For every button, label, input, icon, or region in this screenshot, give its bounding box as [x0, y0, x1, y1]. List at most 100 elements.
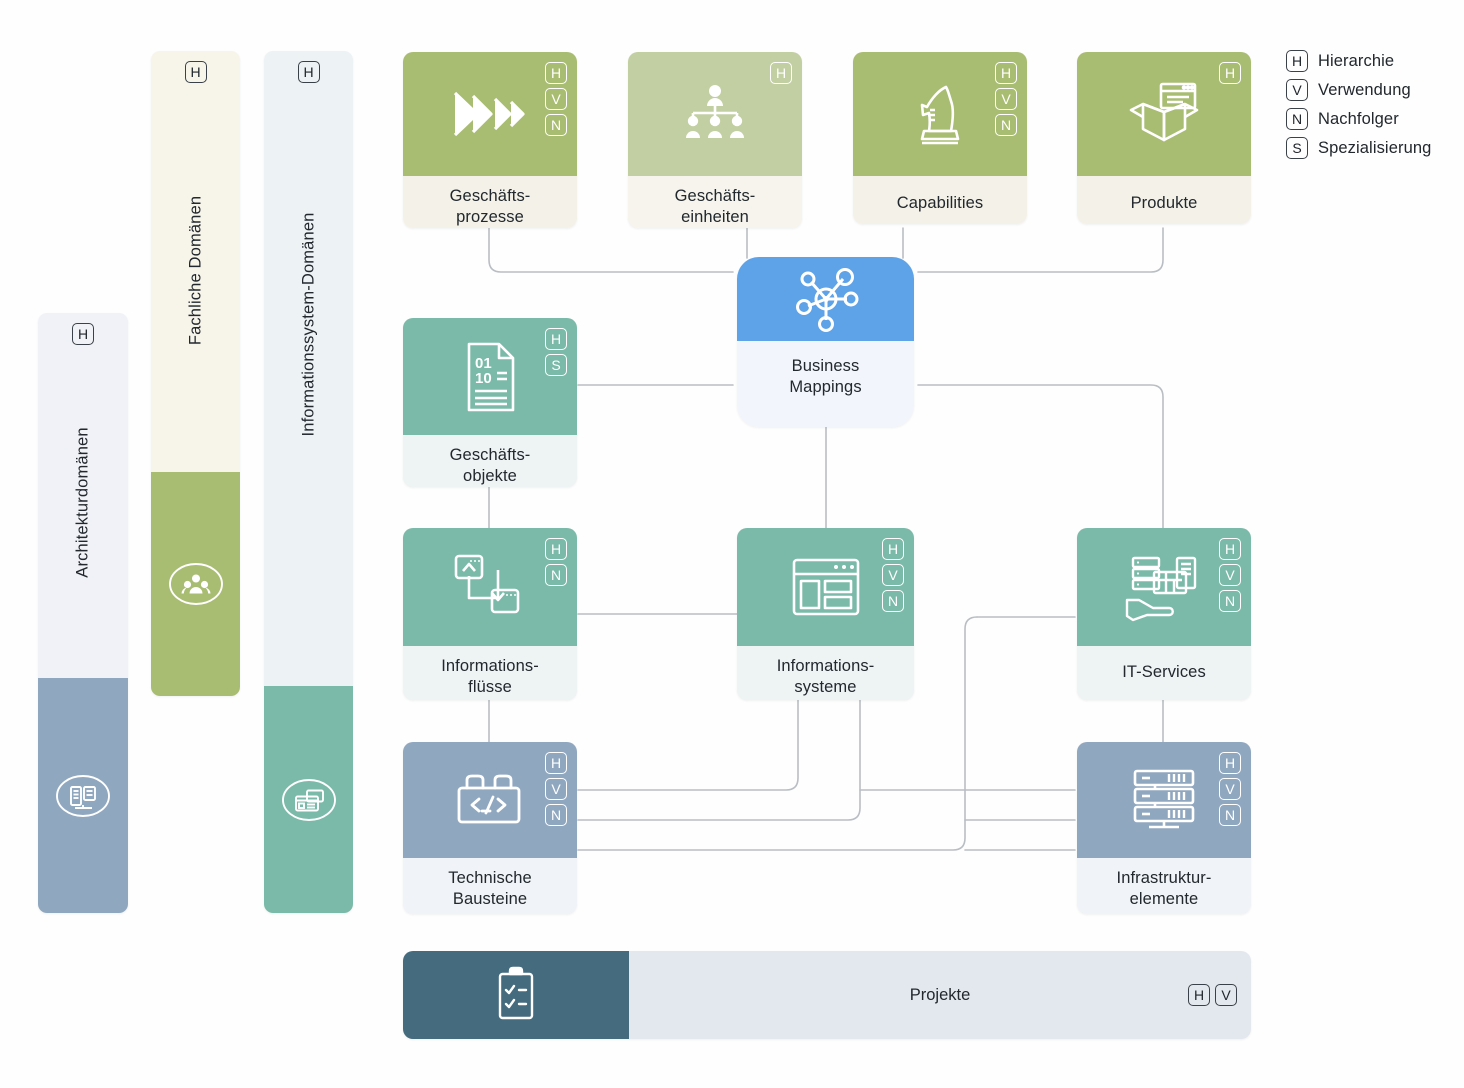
badge-h: H [184, 61, 207, 83]
card-label-line1: Geschäfts- [449, 186, 531, 205]
rail-top-section: H Informationssystem-Domänen [264, 51, 353, 686]
badge-h: H [297, 61, 320, 83]
badge-h: H [1219, 752, 1241, 774]
badge-v: V [545, 88, 567, 110]
card-icon-area: H N [403, 528, 577, 646]
card-label: Informations- systeme [737, 646, 914, 700]
card-label-line2: einheiten [681, 208, 749, 226]
card-geschaeftsobjekte[interactable]: 01 10 H S Geschäfts- objekte [403, 318, 577, 487]
chess-knight-icon [908, 79, 972, 149]
card-infrastrukturelemente[interactable]: H V N Infrastruktur- elemente [1077, 742, 1251, 914]
card-label: Technische Bausteine [403, 858, 577, 914]
card-label-line1: Infrastruktur- [1116, 868, 1212, 887]
rail-title: Fachliche Domänen [186, 195, 204, 346]
card-it-services[interactable]: H V N IT-Services [1077, 528, 1251, 700]
open-box-product-icon [1121, 78, 1207, 150]
legend-label: Nachfolger [1318, 109, 1399, 128]
org-chart-people-icon [675, 81, 755, 147]
badge-h: H [545, 752, 567, 774]
badge-stack: H V N [882, 538, 904, 612]
card-label-line1: Technische [448, 868, 532, 887]
badge-h: H [1286, 50, 1308, 72]
svg-text:10: 10 [475, 370, 492, 387]
card-label-line1: Produkte [1130, 194, 1198, 213]
badge-stack: H V N [545, 752, 567, 826]
badge-v: V [995, 88, 1017, 110]
card-icon-area: H V N [737, 528, 914, 646]
card-capabilities[interactable]: H V N Capabilities [853, 52, 1027, 224]
rail-informationssystem-domaenen[interactable]: H Informationssystem-Domänen [264, 51, 353, 913]
rail-title: Informationssystem-Domänen [299, 212, 317, 437]
card-label: Infrastruktur- elemente [1077, 858, 1251, 914]
legend-label: Verwendung [1318, 80, 1411, 99]
projekte-body: Projekte H V [629, 951, 1251, 1039]
card-technische-bausteine[interactable]: H V N Technische Bausteine [403, 742, 577, 914]
badge-v: V [545, 778, 567, 800]
legend-label: Hierarchie [1318, 51, 1395, 70]
rail-architekturdomaenen[interactable]: H Architekturdomänen [38, 313, 128, 913]
card-geschaeftseinheiten[interactable]: H Geschäfts- einheiten [628, 52, 802, 228]
projekte-icon-block [403, 951, 629, 1039]
card-label: Geschäfts- einheiten [628, 176, 802, 228]
application-window-icon [788, 554, 864, 620]
card-label: Geschäfts- prozesse [403, 176, 577, 228]
badge-h: H [72, 323, 94, 345]
legend-item-hierarchie: H Hierarchie [1286, 50, 1431, 72]
card-label-line1: Geschäfts- [674, 186, 756, 205]
badge-stack: H V [1188, 984, 1237, 1006]
badge-h: H [1219, 62, 1241, 84]
card-icon-area: H V N [403, 52, 577, 176]
badge-n: N [545, 564, 567, 586]
badge-stack: H V N [995, 62, 1017, 136]
card-label: IT-Services [1077, 646, 1251, 700]
network-hub-icon [791, 266, 861, 332]
badge-s: S [1286, 137, 1308, 159]
badge-n: N [1219, 590, 1241, 612]
badge-h: H [770, 62, 792, 84]
badge-v: V [882, 564, 904, 586]
architecture-domain-icon [54, 767, 112, 825]
legend-item-verwendung: V Verwendung [1286, 79, 1431, 101]
legend-item-spezialisierung: S Spezialisierung [1286, 137, 1431, 159]
legend: H Hierarchie V Verwendung N Nachfolger S… [1286, 50, 1431, 159]
badge-h: H [1188, 984, 1210, 1006]
badge-stack: H [770, 62, 792, 84]
card-label: Business Mappings [737, 341, 914, 413]
badge-n: N [545, 804, 567, 826]
chevrons-process-icon [447, 83, 533, 145]
projekte-label: Projekte [909, 985, 971, 1004]
badge-stack: H V N [1219, 752, 1241, 826]
card-label-line1: Geschäfts- [449, 445, 531, 464]
code-brick-icon [449, 768, 531, 832]
clipboard-checklist-icon [492, 966, 540, 1024]
badge-h: H [995, 62, 1017, 84]
data-flow-arrows-icon [450, 550, 530, 624]
card-icon-area: H V N [403, 742, 577, 858]
legend-item-nachfolger: N Nachfolger [1286, 108, 1431, 130]
rail-fachliche-domaenen[interactable]: H Fachliche Domänen [151, 51, 240, 696]
rail-bottom-section [264, 686, 353, 913]
badge-v: V [1215, 984, 1237, 1006]
rail-title: Architekturdomänen [73, 427, 92, 578]
card-informationssysteme[interactable]: H V N Informations- systeme [737, 528, 914, 700]
card-icon-area: H V N [853, 52, 1027, 176]
card-icon-area: H [1077, 52, 1251, 176]
card-label-line1: Business [791, 356, 860, 375]
card-informationsfluesse[interactable]: H N Informations- flüsse [403, 528, 577, 700]
card-label-line1: IT-Services [1122, 663, 1206, 682]
badge-h: H [545, 62, 567, 84]
bar-projekte[interactable]: Projekte H V [403, 951, 1251, 1039]
card-produkte[interactable]: H Produkte [1077, 52, 1251, 224]
card-geschaeftsprozesse[interactable]: H V N Geschäfts- prozesse [403, 52, 577, 228]
badge-h: H [545, 328, 567, 350]
badge-n: N [882, 590, 904, 612]
badge-h: H [1219, 538, 1241, 560]
rail-bottom-section [151, 472, 240, 696]
card-icon-area: H V N [1077, 528, 1251, 646]
card-icon-area: 01 10 H S [403, 318, 577, 435]
badge-stack: H V N [545, 62, 567, 136]
information-system-domain-icon [280, 771, 338, 829]
card-business-mappings[interactable]: Business Mappings [737, 257, 914, 427]
card-label-line2: Bausteine [452, 890, 528, 908]
